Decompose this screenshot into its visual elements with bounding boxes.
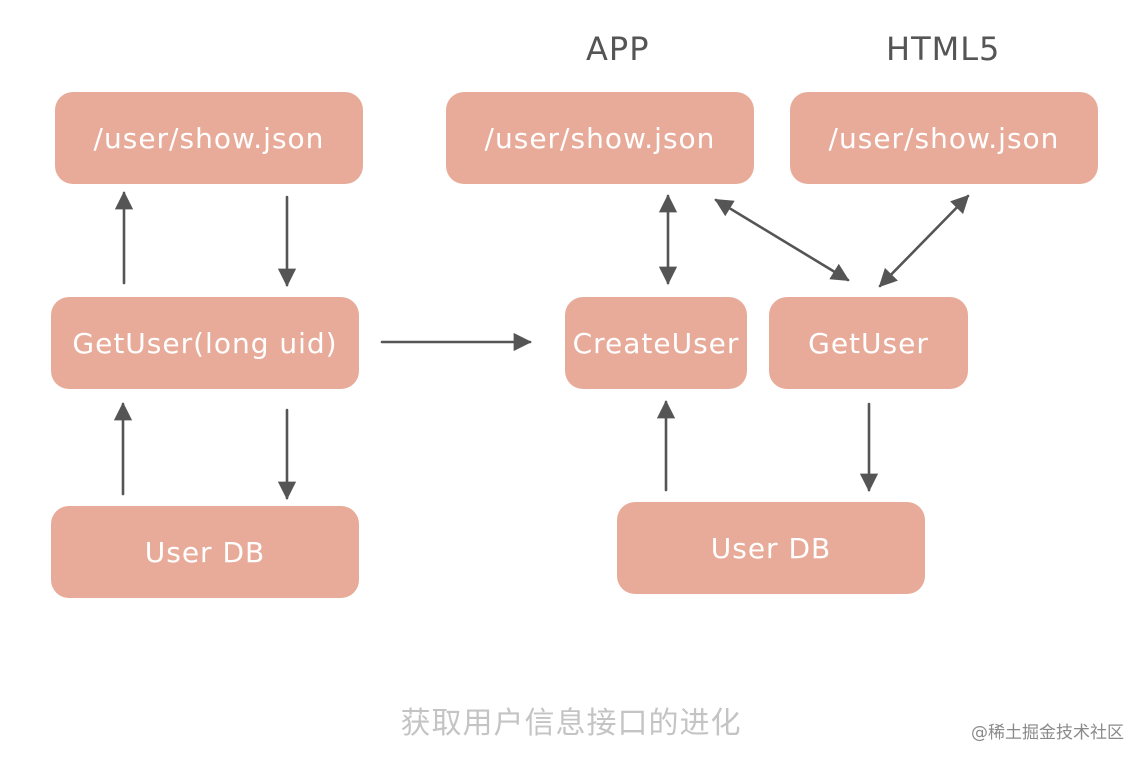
right-getuser-label: GetUser	[808, 326, 929, 360]
createuser-label: CreateUser	[572, 326, 740, 360]
html5-endpoint-getuser-arrow	[878, 194, 970, 288]
watermark: @稀土掘金技术社区	[971, 723, 1124, 743]
app-endpoint-getuser-arrow	[714, 198, 850, 282]
app-title: APP	[586, 30, 650, 68]
app-endpoint-label: /user/show.json	[484, 121, 716, 155]
html5-endpoint-box: /user/show.json	[790, 92, 1098, 184]
left-endpoint-box: /user/show.json	[55, 92, 363, 184]
left-endpoint-label: /user/show.json	[93, 121, 325, 155]
diagram-caption: 获取用户信息接口的进化	[400, 706, 742, 741]
left-getuser-label: GetUser(long uid)	[72, 326, 338, 360]
createuser-box: CreateUser	[565, 297, 747, 389]
right-userdb-box: User DB	[617, 502, 925, 594]
right-userdb-label: User DB	[710, 531, 832, 565]
html5-title: HTML5	[886, 30, 1001, 68]
left-userdb-box: User DB	[51, 506, 359, 598]
right-getuser-box: GetUser	[769, 297, 968, 389]
left-userdb-label: User DB	[144, 535, 266, 569]
left-getuser-box: GetUser(long uid)	[51, 297, 359, 389]
app-endpoint-box: /user/show.json	[446, 92, 754, 184]
html5-endpoint-label: /user/show.json	[828, 121, 1060, 155]
